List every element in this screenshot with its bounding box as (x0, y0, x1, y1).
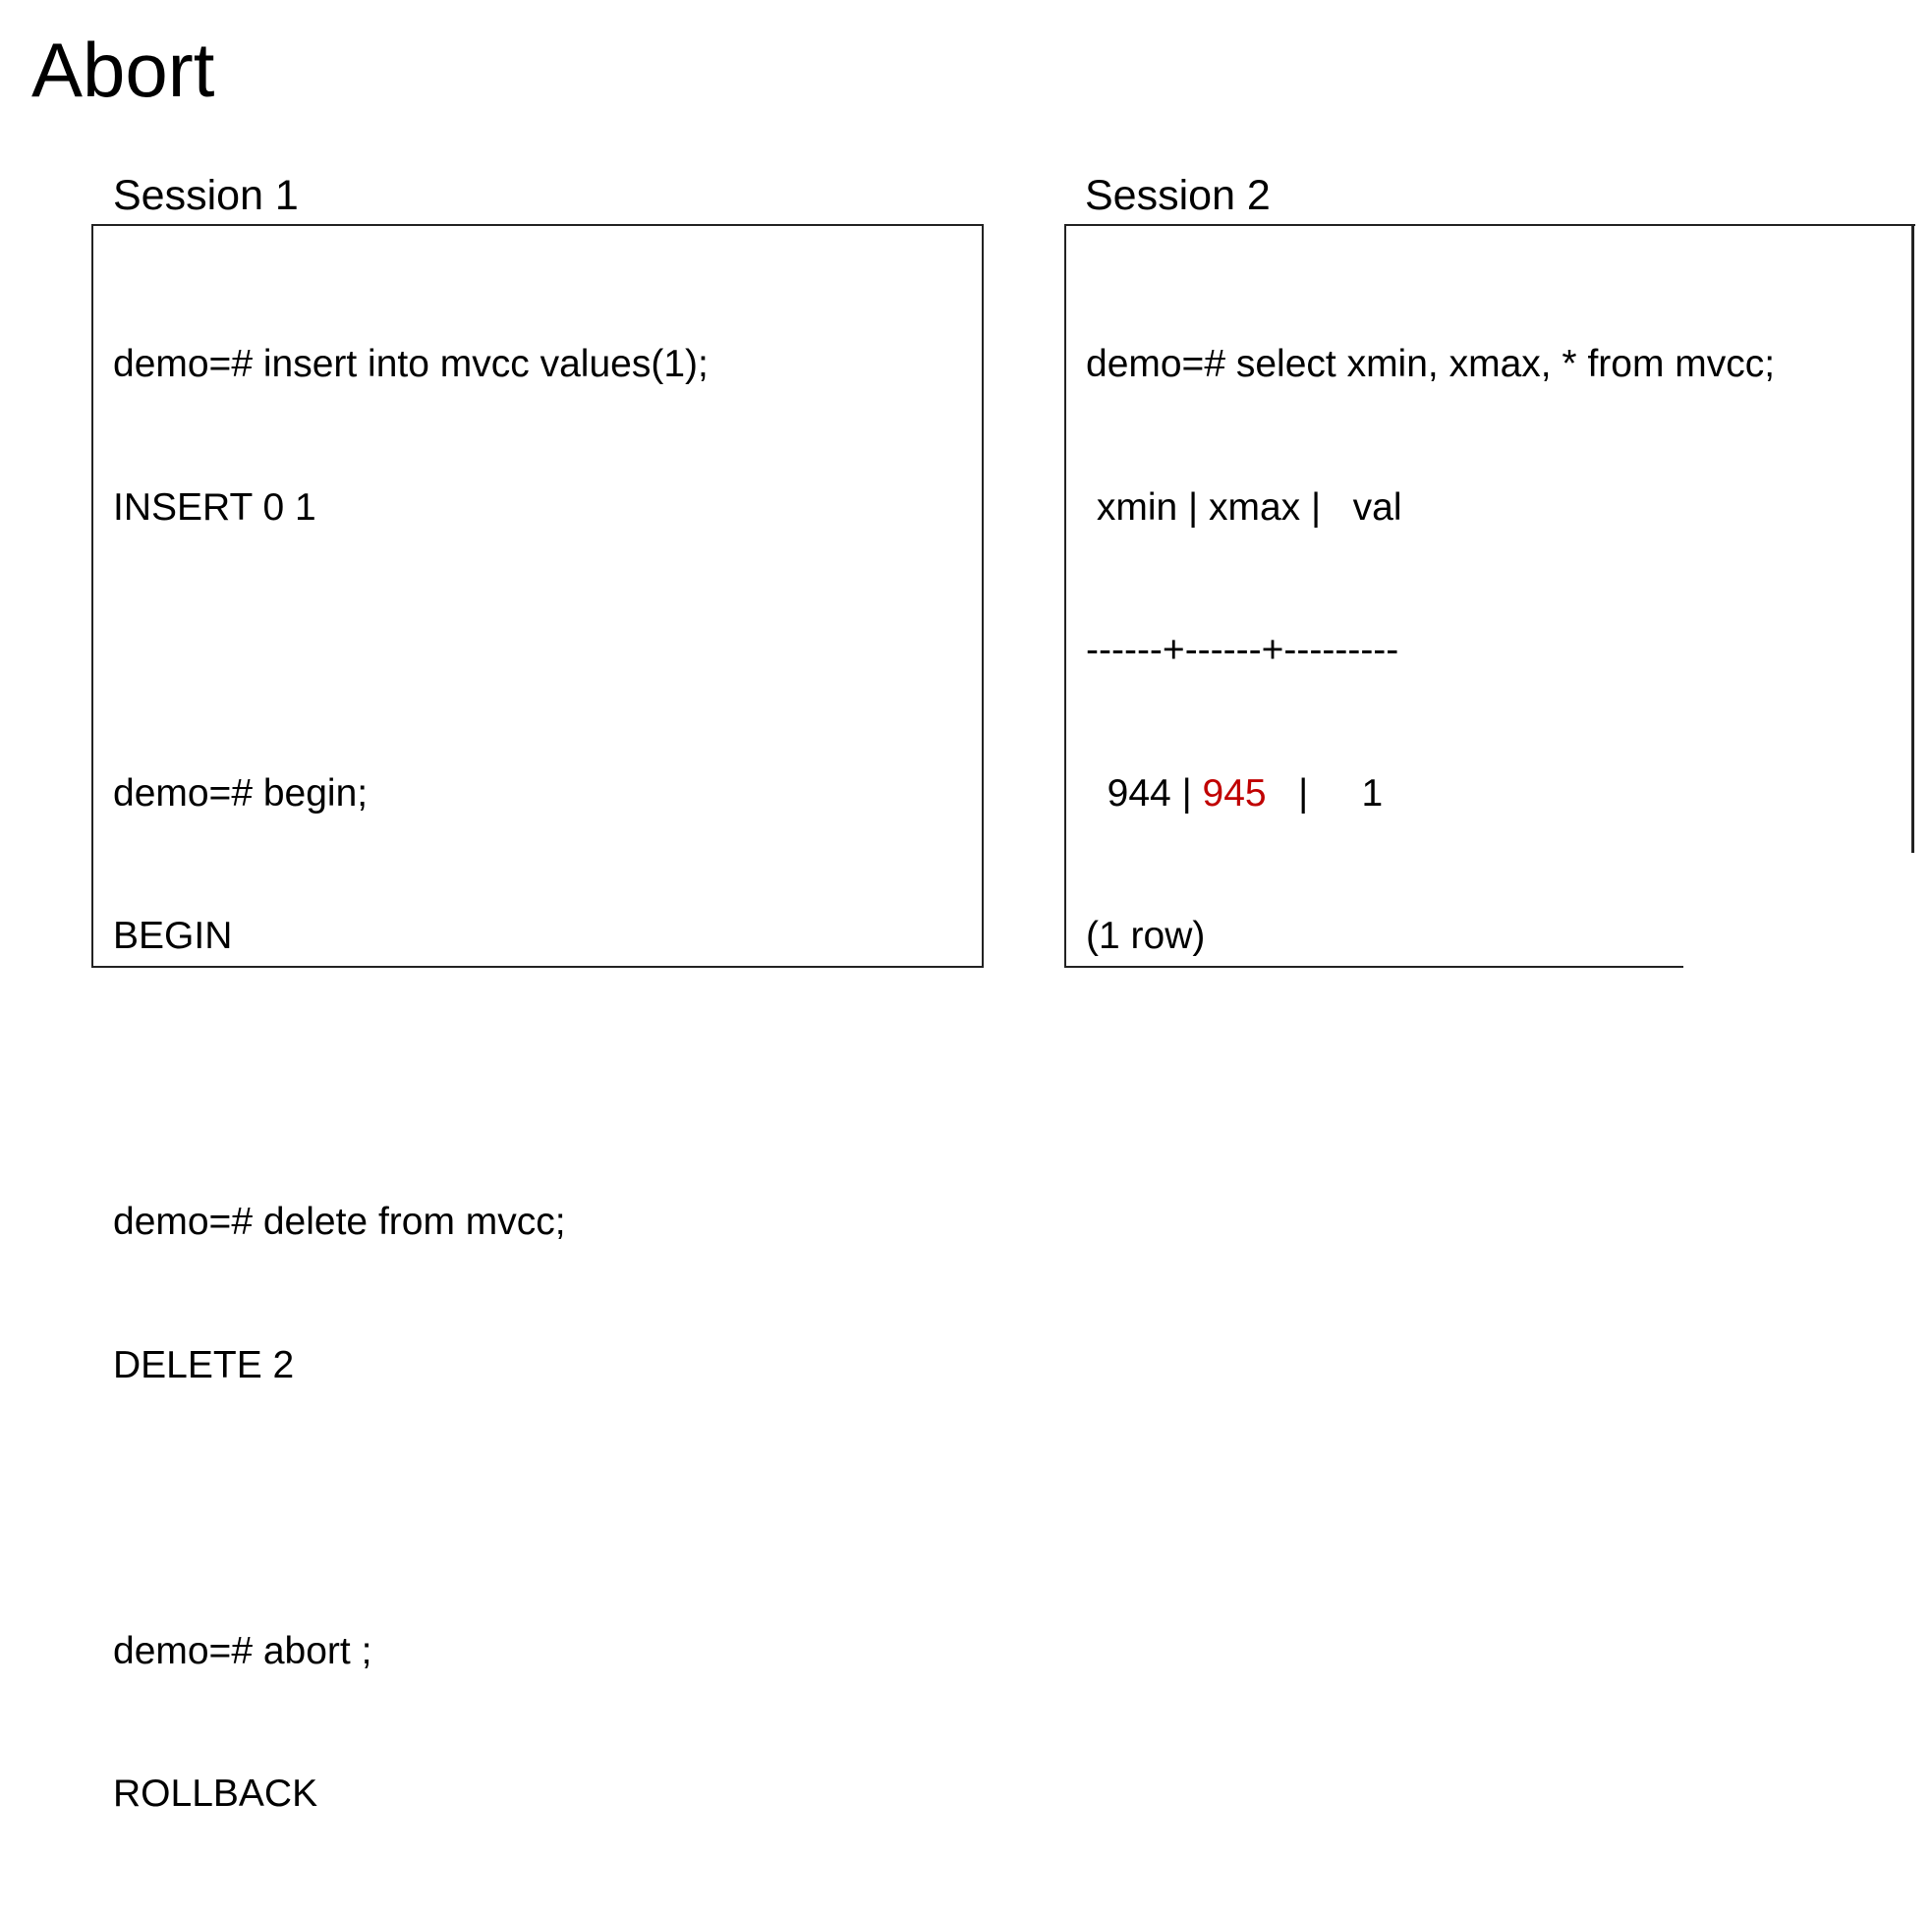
session-2-label: Session 2 (1085, 172, 1271, 219)
terminal-line: demo=# insert into mvcc values(1); (113, 343, 709, 385)
session-1-label: Session 1 (113, 172, 299, 219)
terminal-line (113, 1056, 709, 1104)
terminal-line (113, 627, 709, 675)
result-row: 944 | 945 | 1 (1086, 770, 1775, 818)
result-header: xmin | xmax | val (1086, 485, 1402, 529)
panel-border (1911, 224, 1914, 853)
query-line: demo=# select xmin, xmax, * from mvcc; (1086, 343, 1776, 385)
session-2-panel: demo=# select xmin, xmax, * from mvcc; x… (1064, 224, 1915, 968)
terminal-line (113, 1485, 709, 1533)
session-1-terminal: demo=# insert into mvcc values(1); INSER… (113, 246, 709, 1914)
session-1-panel: demo=# insert into mvcc values(1); INSER… (91, 224, 984, 1815)
terminal-line: demo=# abort ; (113, 1629, 372, 1672)
terminal-line: demo=# delete from mvcc; (113, 1201, 566, 1243)
xmax-cell: 945 (1202, 771, 1267, 815)
session-2-terminal: demo=# select xmin, xmax, * from mvcc; x… (1086, 246, 1775, 1056)
terminal-line: INSERT 0 1 (113, 485, 316, 529)
terminal-line: demo=# begin; (113, 771, 369, 815)
result-separator: ------+------+--------- (1086, 629, 1399, 671)
result-footer: (1 row) (1086, 915, 1206, 957)
page-title: Abort (31, 27, 215, 113)
terminal-line: BEGIN (113, 915, 233, 957)
panel-border (1064, 966, 1683, 968)
val-cell: | 1 (1266, 771, 1384, 815)
xmin-cell: 944 | (1086, 771, 1203, 815)
terminal-line: ROLLBACK (113, 1773, 318, 1815)
terminal-line: DELETE 2 (113, 1343, 295, 1386)
